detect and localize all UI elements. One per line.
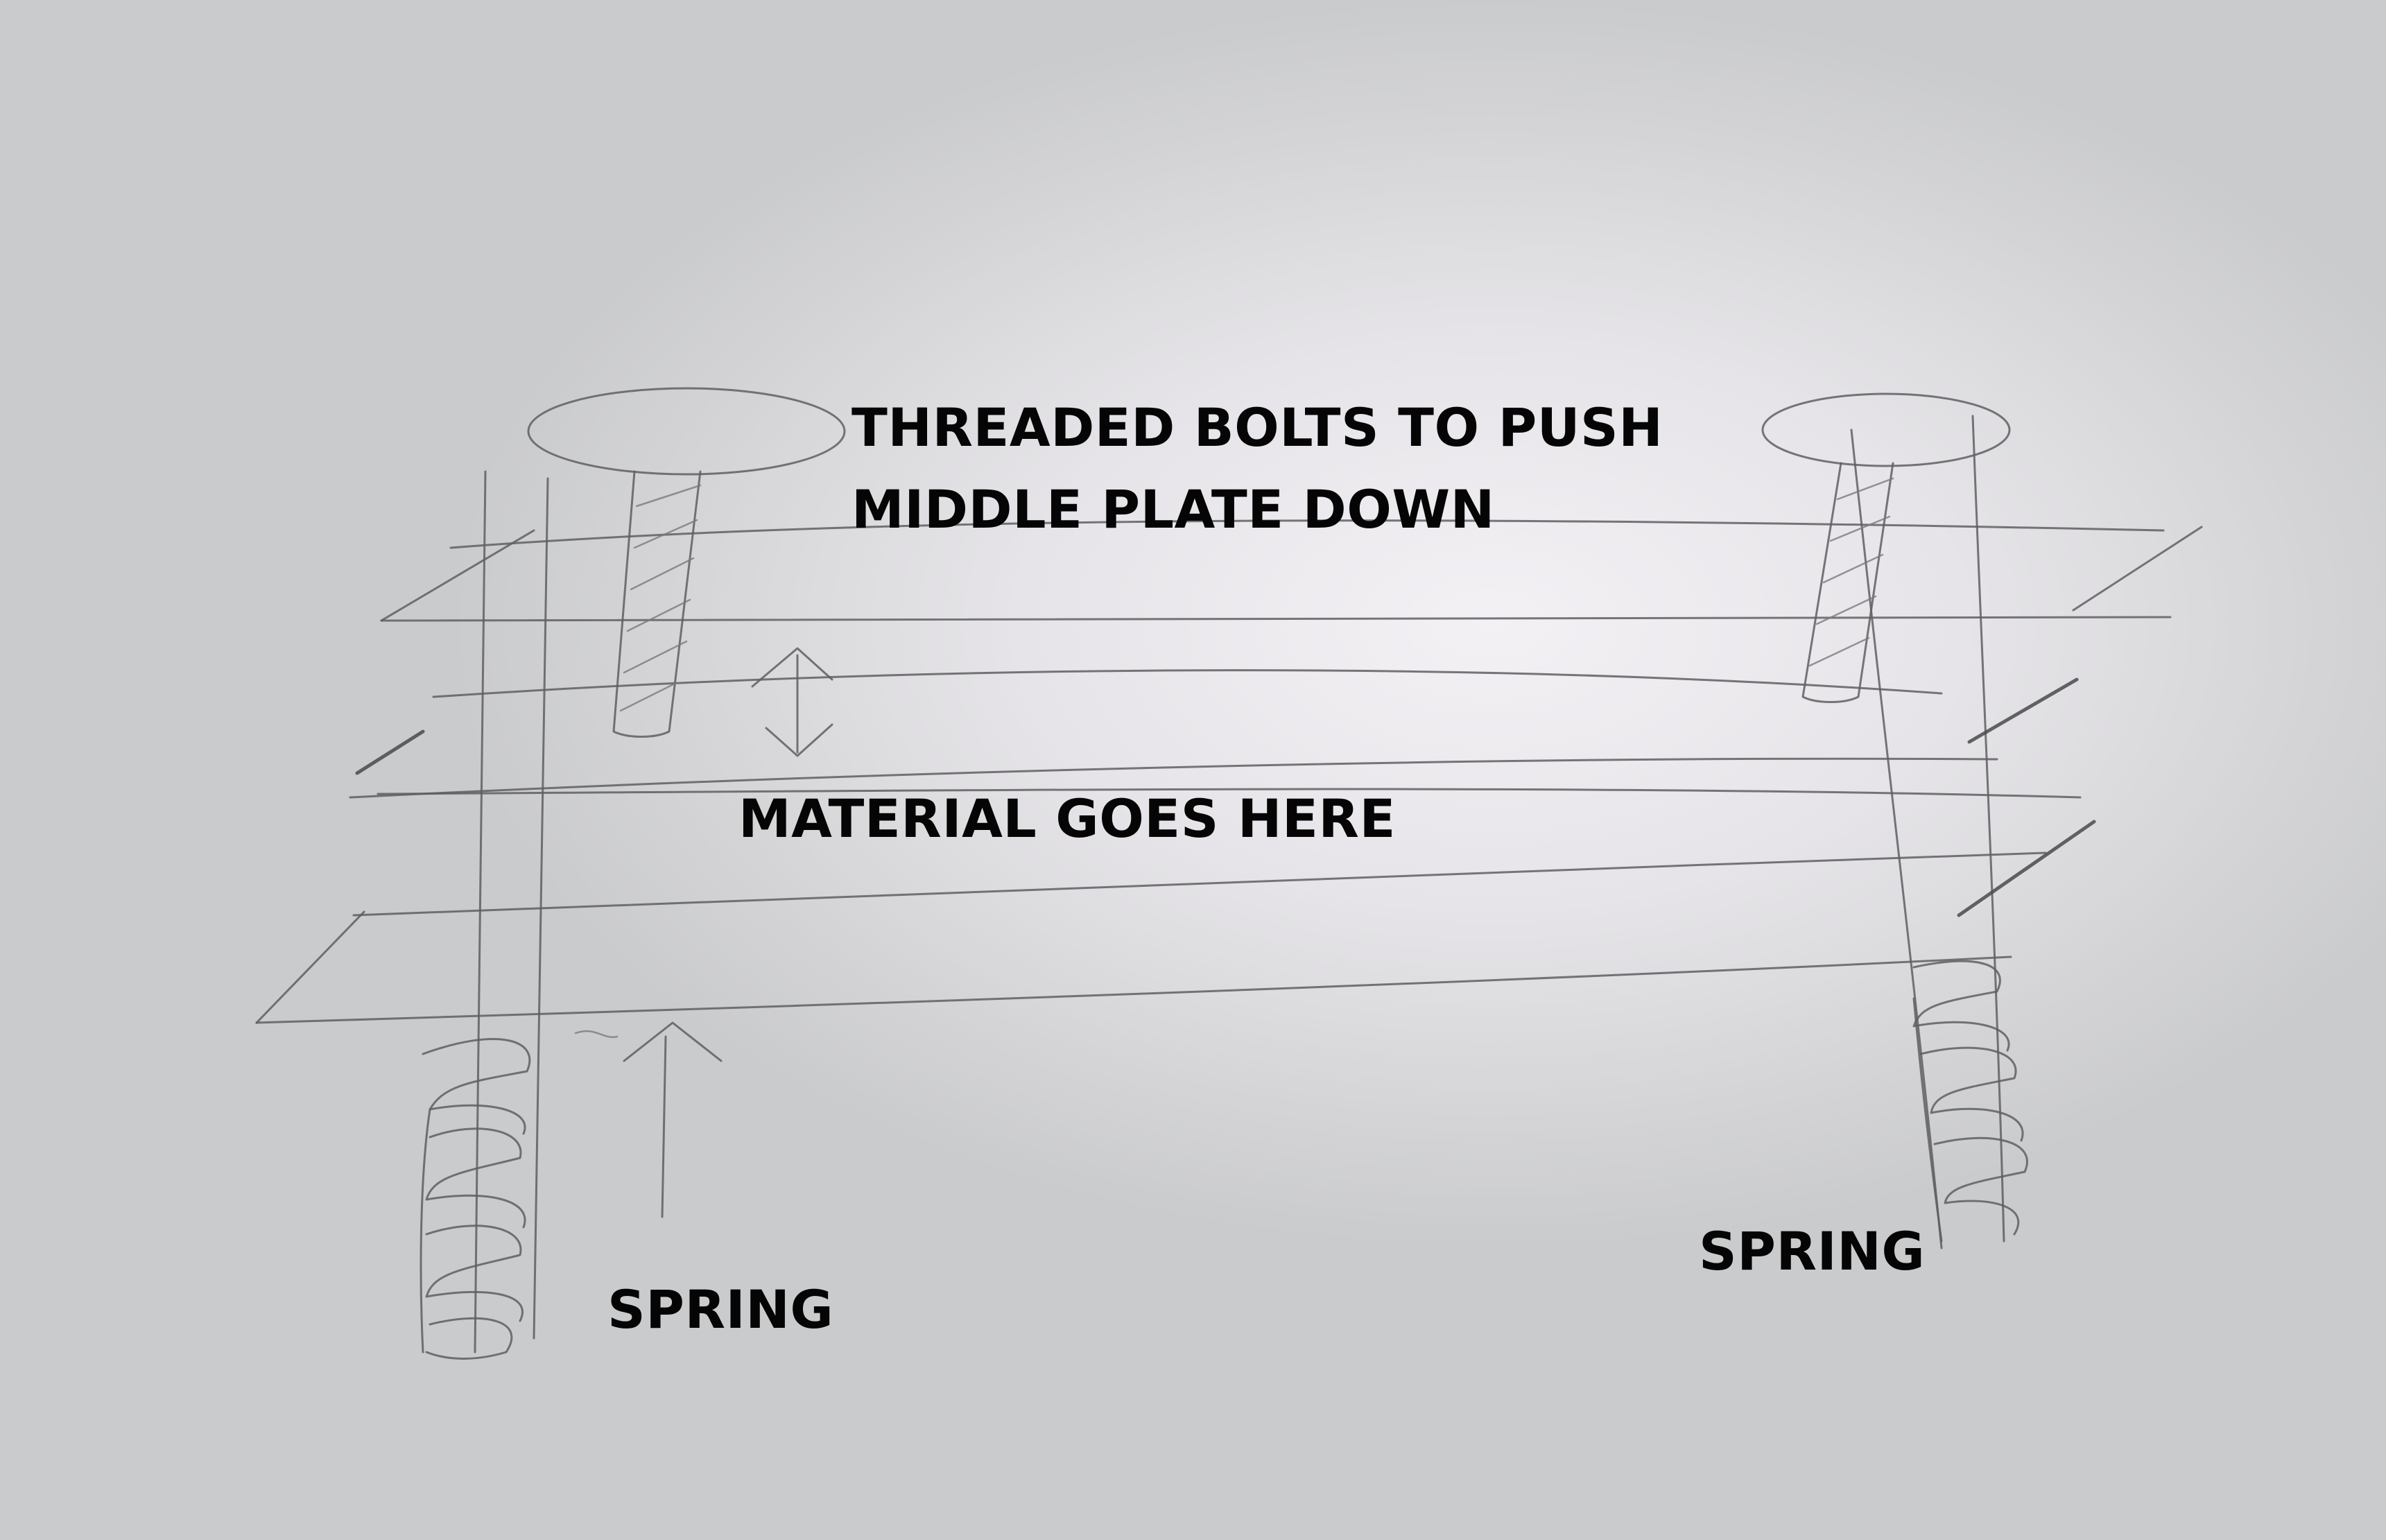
right-spring-label: SPRING bbox=[1699, 1220, 1926, 1282]
right-bolt bbox=[1761, 392, 2011, 703]
right-spring bbox=[1912, 960, 2028, 1243]
left-rods bbox=[474, 470, 549, 1353]
right-rods bbox=[1850, 415, 2005, 1249]
left-bolt bbox=[527, 387, 846, 738]
middle-plate bbox=[349, 669, 2082, 799]
material-label: MATERIAL GOES HERE bbox=[738, 788, 1396, 849]
left-spring bbox=[420, 1037, 531, 1360]
bolts-label: THREADED BOLTS TO PUSH MIDDLE PLATE DOWN bbox=[851, 397, 1663, 540]
upward-arrow bbox=[574, 1021, 723, 1218]
left-spring-label: SPRING bbox=[607, 1279, 834, 1340]
gap-double-arrow bbox=[751, 647, 833, 757]
